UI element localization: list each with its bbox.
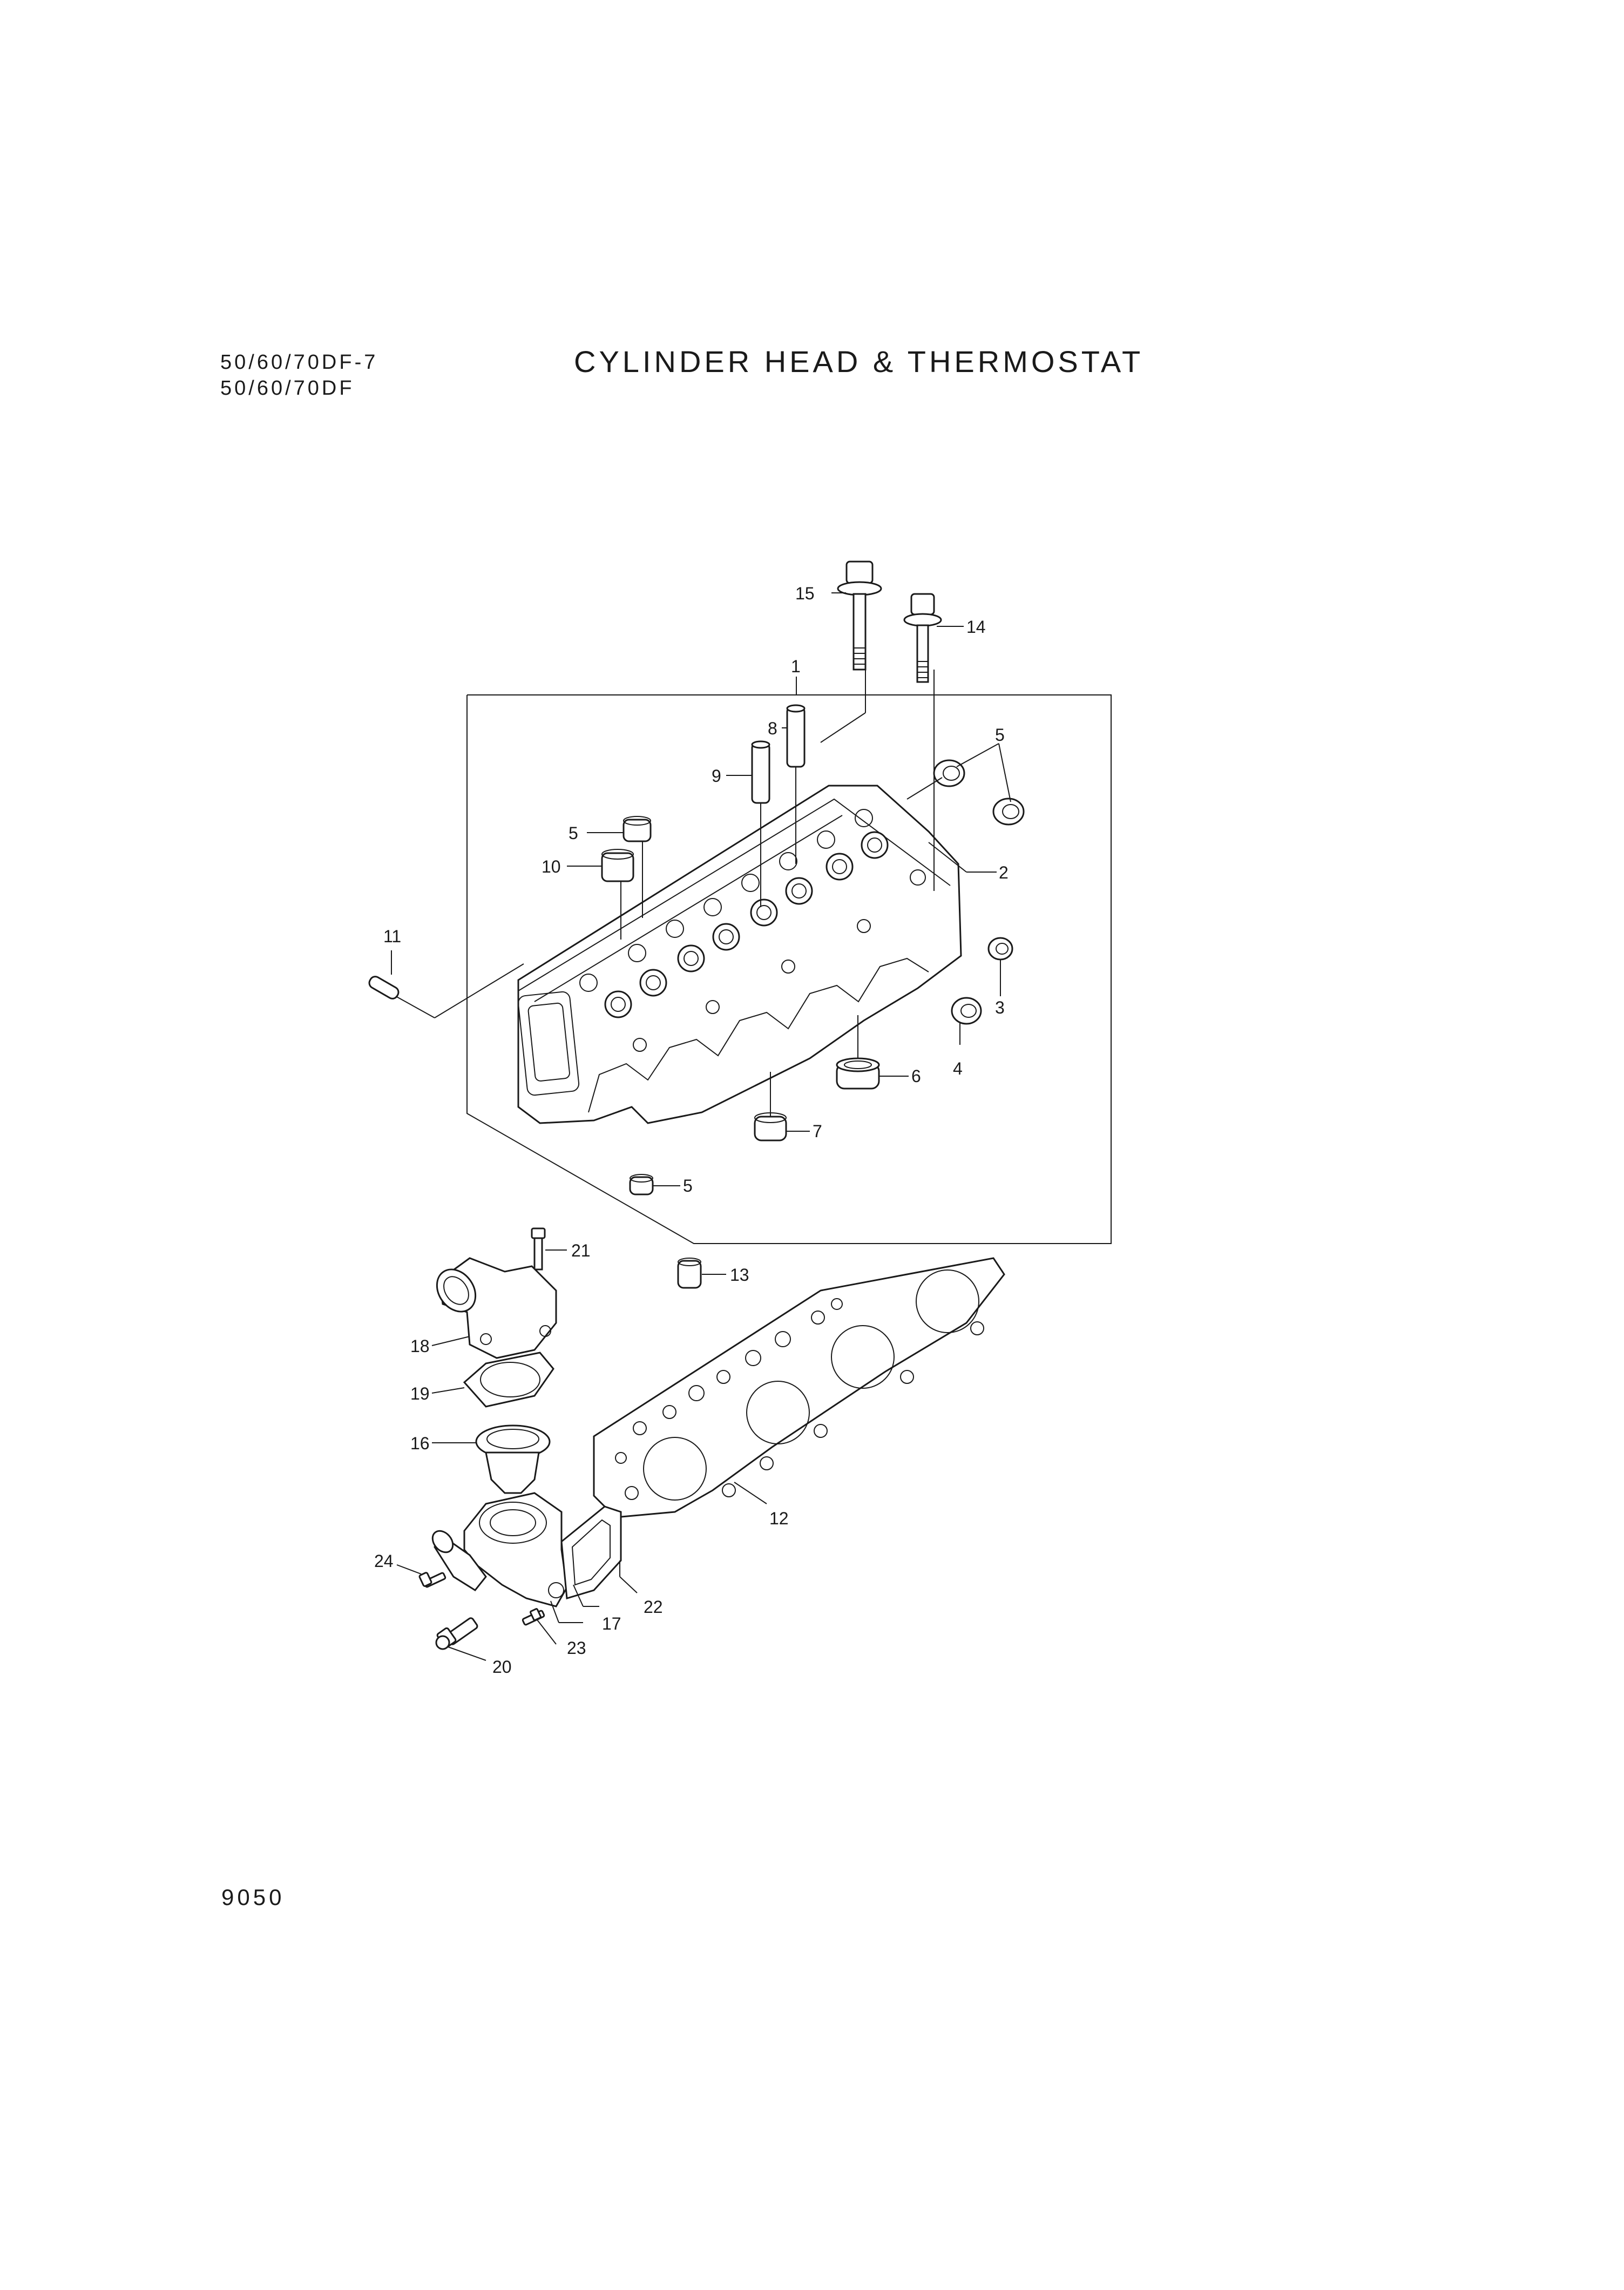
cap-7 (754, 1112, 787, 1141)
callout-16: 16 (410, 1434, 430, 1453)
water-outlet-18 (436, 1257, 557, 1359)
bolt-14 (903, 593, 942, 683)
bolt-24 (418, 1572, 446, 1588)
sleeve-13 (677, 1258, 702, 1289)
model-code-secondary: 50/60/70DF (220, 377, 355, 400)
gasket-19 (463, 1352, 554, 1408)
callout-21: 21 (571, 1241, 591, 1260)
callout-2: 2 (999, 863, 1009, 882)
dowel-pin-8 (786, 704, 806, 768)
callout-15: 15 (795, 584, 815, 603)
seal-ring-6 (836, 1057, 880, 1090)
callout-13: 13 (730, 1265, 749, 1285)
callout-11: 11 (383, 927, 401, 946)
model-code-primary: 50/60/70DF-7 (220, 351, 378, 374)
callout-14: 14 (966, 617, 986, 637)
callout-18: 18 (410, 1336, 430, 1356)
plug-5-top-right-a (933, 759, 965, 787)
group-bracket-frame (466, 694, 1112, 1244)
callout-5-top-right: 5 (995, 725, 1005, 745)
pin-11 (368, 976, 400, 999)
callout-10: 10 (542, 857, 561, 876)
cylinder-head (517, 785, 962, 1124)
callout-20: 20 (492, 1657, 512, 1677)
page-title: CYLINDER HEAD & THERMOSTAT (574, 344, 1144, 379)
callout-5-upper-left: 5 (569, 823, 578, 843)
thermostat-housing-17 (431, 1492, 568, 1607)
dowel-pin-9 (751, 740, 770, 804)
bolt-15 (837, 560, 882, 671)
gasket-22 (560, 1505, 622, 1599)
sensor-20 (435, 1617, 478, 1650)
page-number: 9050 (221, 1884, 285, 1910)
plug-10 (601, 849, 634, 882)
callout-6: 6 (911, 1066, 921, 1086)
callout-12: 12 (769, 1509, 789, 1528)
callout-23: 23 (567, 1638, 586, 1658)
head-gasket (593, 1257, 1005, 1518)
leader-lines (391, 592, 1011, 1661)
callout-9: 9 (712, 766, 721, 786)
plug-5-top-left (622, 816, 652, 842)
thermostat-16 (475, 1424, 551, 1494)
bolt-23 (522, 1608, 545, 1626)
callout-17: 17 (602, 1614, 621, 1633)
plug-5-bottom (629, 1174, 654, 1195)
bolt-21 (531, 1227, 546, 1271)
callout-24: 24 (374, 1551, 394, 1571)
plug-4 (951, 997, 982, 1025)
callout-labels: 1 2 3 4 5 5 5 5 6 7 8 9 10 11 12 13 14 1… (374, 584, 1009, 1677)
plug-5-top-right-b (992, 798, 1025, 826)
callout-5-bottom: 5 (683, 1176, 693, 1195)
plug-3 (987, 937, 1013, 961)
callout-19: 19 (410, 1384, 430, 1403)
callout-3: 3 (995, 998, 1005, 1017)
callout-4: 4 (953, 1059, 963, 1078)
callout-7: 7 (813, 1122, 822, 1141)
callout-22: 22 (644, 1597, 663, 1617)
callout-8: 8 (768, 719, 777, 738)
callout-1: 1 (791, 657, 801, 676)
